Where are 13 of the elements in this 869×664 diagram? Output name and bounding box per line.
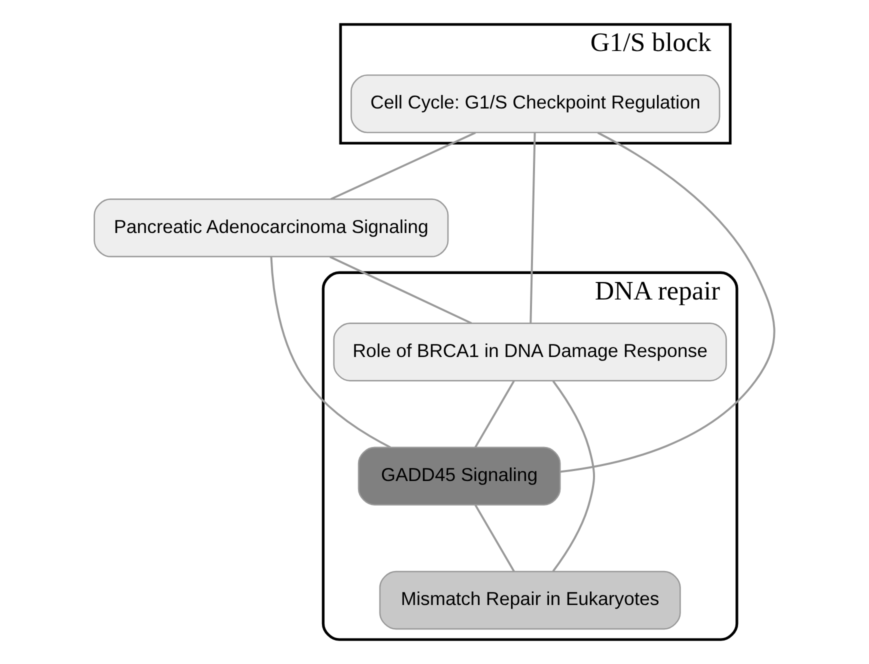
connector	[329, 256, 472, 324]
connector	[270, 256, 391, 448]
connector	[330, 132, 476, 200]
node-box: Role of BRCA1 in DNA Damage Response	[333, 322, 727, 382]
connector	[530, 132, 536, 324]
connector	[474, 504, 515, 572]
node-box: Mismatch Repair in Eukaryotes	[379, 570, 681, 630]
node-box: GADD45 Signaling	[358, 446, 561, 506]
connector	[474, 380, 515, 448]
connector	[560, 132, 776, 473]
node-box: Cell Cycle: G1/S Checkpoint Regulation	[350, 74, 720, 134]
node-box: Pancreatic Adenocarcinoma Signaling	[94, 198, 449, 258]
connector	[552, 380, 595, 572]
